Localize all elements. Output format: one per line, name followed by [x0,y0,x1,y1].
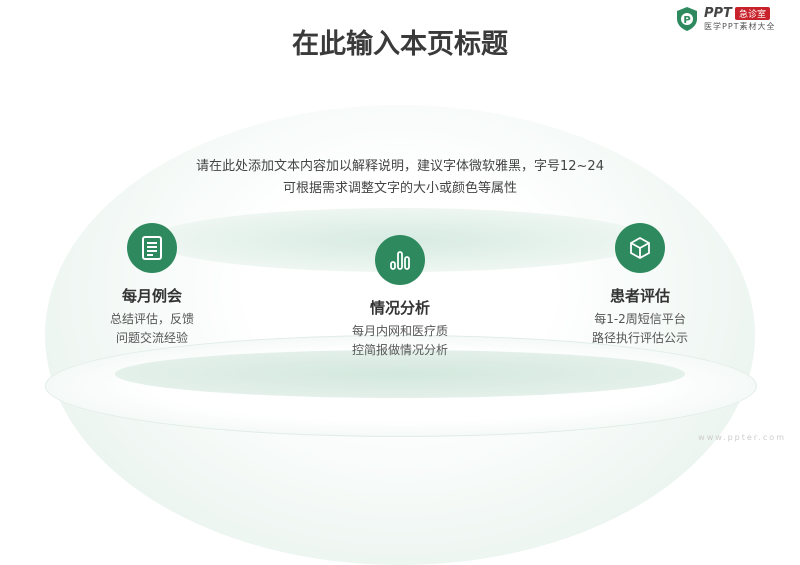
item-monthly-meeting: 每月例会 总结评估，反馈问题交流经验 [52,223,252,348]
svg-text:P: P [683,15,690,26]
website-watermark: www.ppter.com [698,433,786,442]
shield-icon: P [677,7,697,31]
description-line: 可根据需求调整文字的大小或颜色等属性 [282,181,517,196]
item-patient-assessment: 患者评估 每1-2周短信平台路径执行评估公示 [540,223,740,348]
item-text: 路径执行评估公示 [591,331,688,345]
bar-chart-icon [375,235,425,285]
page-title: 在此输入本页标题 [292,29,508,60]
item-text: 每1-2周短信平台 [594,312,686,326]
lower-disc [115,350,685,398]
logo-brand: PPT [704,6,732,21]
item-title: 每月例会 [121,287,182,305]
item-text: 每月内网和医疗质 [351,324,448,338]
item-text: 问题交流经验 [115,331,188,345]
description-line: 请在此处添加文本内容加以解释说明，建议字体微软雅黑，字号12~24 [196,159,604,174]
item-text: 总结评估，反馈 [109,312,194,326]
logo-badge: 急诊室 [734,7,770,20]
logo-subtitle: 医学PPT素材大全 [704,22,776,31]
description: 请在此处添加文本内容加以解释说明，建议字体微软雅黑，字号12~24 可根据需求调… [0,156,800,200]
document-icon [127,223,177,273]
cube-icon [615,223,665,273]
item-title: 患者评估 [609,287,670,305]
item-title: 情况分析 [369,299,430,317]
item-text: 控简报做情况分析 [351,343,448,357]
item-situation-analysis: 情况分析 每月内网和医疗质控简报做情况分析 [300,235,500,360]
